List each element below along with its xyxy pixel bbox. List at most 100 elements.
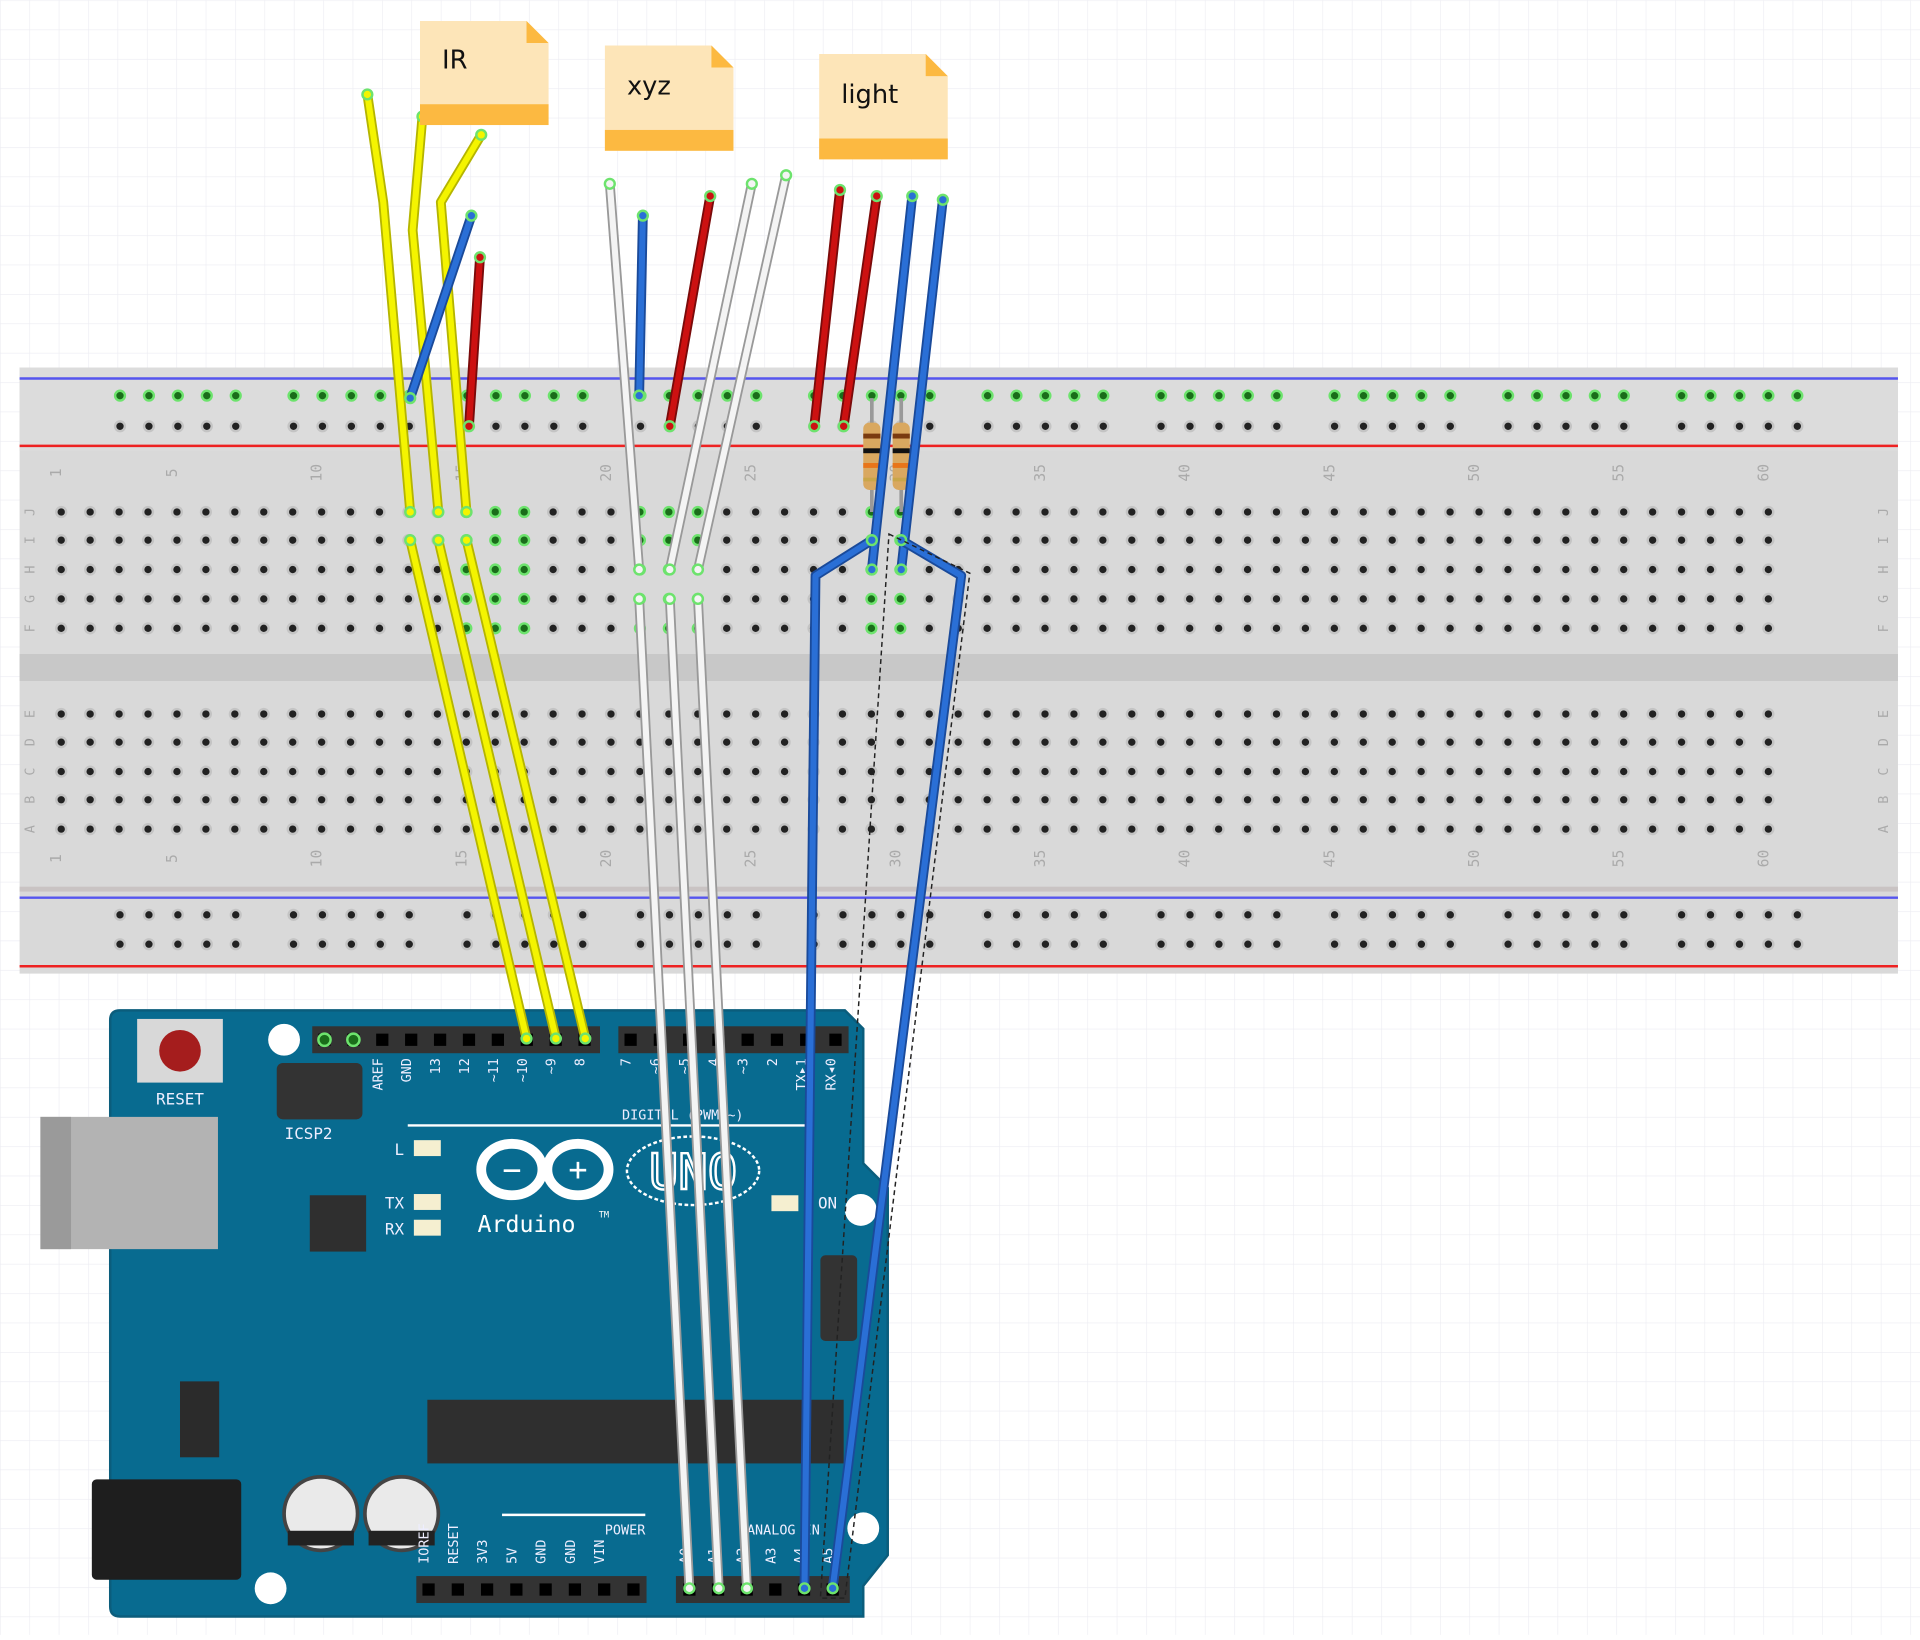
- breadboard-hole[interactable]: [518, 534, 531, 547]
- breadboard-hole[interactable]: [836, 505, 849, 519]
- yellow-wire[interactable]: [435, 128, 488, 519]
- breadboard-hole[interactable]: [489, 534, 502, 547]
- breadboard-hole[interactable]: [1183, 622, 1196, 635]
- rail-hole[interactable]: [403, 938, 416, 951]
- breadboard-hole[interactable]: [460, 823, 473, 836]
- breadboard-hole[interactable]: [141, 765, 155, 778]
- breadboard-hole[interactable]: [112, 534, 126, 547]
- breadboard-hole[interactable]: [84, 505, 97, 519]
- breadboard-hole[interactable]: [575, 793, 589, 806]
- breadboard-hole[interactable]: [1009, 823, 1023, 836]
- breadboard-hole[interactable]: [1530, 592, 1544, 606]
- wire-endpoint[interactable]: [826, 1582, 839, 1595]
- breadboard-hole[interactable]: [141, 622, 155, 635]
- breadboard-hole[interactable]: [344, 534, 357, 547]
- rail-hole[interactable]: [229, 938, 242, 951]
- rail-hole[interactable]: [750, 420, 763, 433]
- breadboard-hole[interactable]: [1386, 563, 1399, 576]
- breadboard-hole[interactable]: [604, 534, 618, 547]
- wire-endpoint[interactable]: [473, 251, 487, 264]
- breadboard-hole[interactable]: [981, 793, 994, 806]
- yellow-wire[interactable]: [404, 534, 533, 1045]
- rail-hole[interactable]: [142, 389, 156, 402]
- breadboard-hole[interactable]: [1559, 592, 1572, 606]
- breadboard-hole[interactable]: [170, 793, 184, 806]
- breadboard-hole[interactable]: [1415, 707, 1428, 721]
- breadboard-hole[interactable]: [518, 707, 531, 721]
- breadboard-hole[interactable]: [1386, 765, 1399, 778]
- breadboard-hole[interactable]: [1096, 765, 1109, 778]
- breadboard-hole[interactable]: [575, 534, 589, 547]
- breadboard-hole[interactable]: [1241, 823, 1254, 836]
- breadboard-hole[interactable]: [199, 534, 213, 547]
- wire-endpoint[interactable]: [633, 563, 646, 576]
- white-wire[interactable]: [691, 169, 793, 576]
- breadboard-hole[interactable]: [952, 534, 965, 547]
- breadboard-hole[interactable]: [633, 793, 647, 806]
- breadboard-hole[interactable]: [112, 622, 126, 635]
- breadboard-hole[interactable]: [749, 505, 762, 519]
- rail-hole[interactable]: [1559, 938, 1573, 951]
- breadboard-hole[interactable]: [228, 765, 241, 778]
- header-pin[interactable]: [539, 1583, 552, 1596]
- breadboard-hole[interactable]: [1357, 736, 1370, 749]
- breadboard-hole[interactable]: [1588, 823, 1601, 836]
- breadboard-hole[interactable]: [199, 736, 213, 749]
- breadboard-hole[interactable]: [1009, 505, 1023, 519]
- breadboard-hole[interactable]: [257, 505, 270, 519]
- rail-hole[interactable]: [200, 420, 213, 433]
- breadboard-hole[interactable]: [1125, 793, 1138, 806]
- breadboard-hole[interactable]: [141, 707, 155, 721]
- rail-hole[interactable]: [1039, 938, 1052, 951]
- breadboard-hole[interactable]: [1415, 736, 1428, 749]
- breadboard-hole[interactable]: [778, 793, 791, 806]
- breadboard-hole[interactable]: [691, 765, 704, 778]
- rail-hole[interactable]: [171, 908, 184, 921]
- breadboard-hole[interactable]: [431, 592, 444, 606]
- rail-hole[interactable]: [721, 938, 734, 951]
- breadboard-hole[interactable]: [1501, 505, 1515, 519]
- breadboard-hole[interactable]: [1154, 505, 1167, 519]
- wire-endpoint[interactable]: [460, 505, 473, 519]
- rail-hole[interactable]: [1588, 908, 1602, 921]
- breadboard-hole[interactable]: [1357, 765, 1370, 778]
- breadboard-hole[interactable]: [1328, 534, 1341, 547]
- wire-endpoint[interactable]: [432, 505, 445, 519]
- rail-hole[interactable]: [1501, 420, 1515, 433]
- breadboard-hole[interactable]: [1675, 505, 1688, 519]
- rail-hole[interactable]: [576, 389, 589, 402]
- rail-hole[interactable]: [1357, 938, 1370, 951]
- breadboard-hole[interactable]: [981, 622, 994, 635]
- rail-hole[interactable]: [721, 389, 734, 402]
- breadboard-hole[interactable]: [228, 707, 241, 721]
- breadboard-hole[interactable]: [1530, 793, 1544, 806]
- rail-hole[interactable]: [1559, 389, 1573, 402]
- breadboard-hole[interactable]: [257, 793, 270, 806]
- breadboard-hole[interactable]: [1675, 736, 1688, 749]
- breadboard-hole[interactable]: [1212, 563, 1225, 576]
- wire-endpoint[interactable]: [833, 183, 847, 197]
- wire-endpoint[interactable]: [808, 420, 821, 433]
- breadboard-hole[interactable]: [894, 793, 907, 806]
- rail-hole[interactable]: [1010, 908, 1023, 921]
- breadboard-hole[interactable]: [952, 707, 965, 721]
- breadboard-hole[interactable]: [1212, 592, 1225, 606]
- header-pin[interactable]: [624, 1033, 637, 1046]
- breadboard-hole[interactable]: [1386, 534, 1399, 547]
- breadboard-hole[interactable]: [1704, 823, 1717, 836]
- breadboard-hole[interactable]: [1154, 563, 1167, 576]
- rail-hole[interactable]: [113, 420, 127, 433]
- breadboard-hole[interactable]: [84, 707, 97, 721]
- breadboard-hole[interactable]: [1357, 592, 1370, 606]
- rail-hole[interactable]: [1039, 389, 1052, 402]
- breadboard-hole[interactable]: [1270, 707, 1283, 721]
- breadboard-hole[interactable]: [1212, 823, 1225, 836]
- breadboard-hole[interactable]: [778, 592, 791, 606]
- wire-endpoint[interactable]: [361, 88, 374, 101]
- breadboard-hole[interactable]: [141, 793, 155, 806]
- breadboard-hole[interactable]: [286, 505, 299, 519]
- breadboard-hole[interactable]: [199, 823, 213, 836]
- breadboard-hole[interactable]: [865, 823, 878, 836]
- breadboard-hole[interactable]: [1328, 793, 1341, 806]
